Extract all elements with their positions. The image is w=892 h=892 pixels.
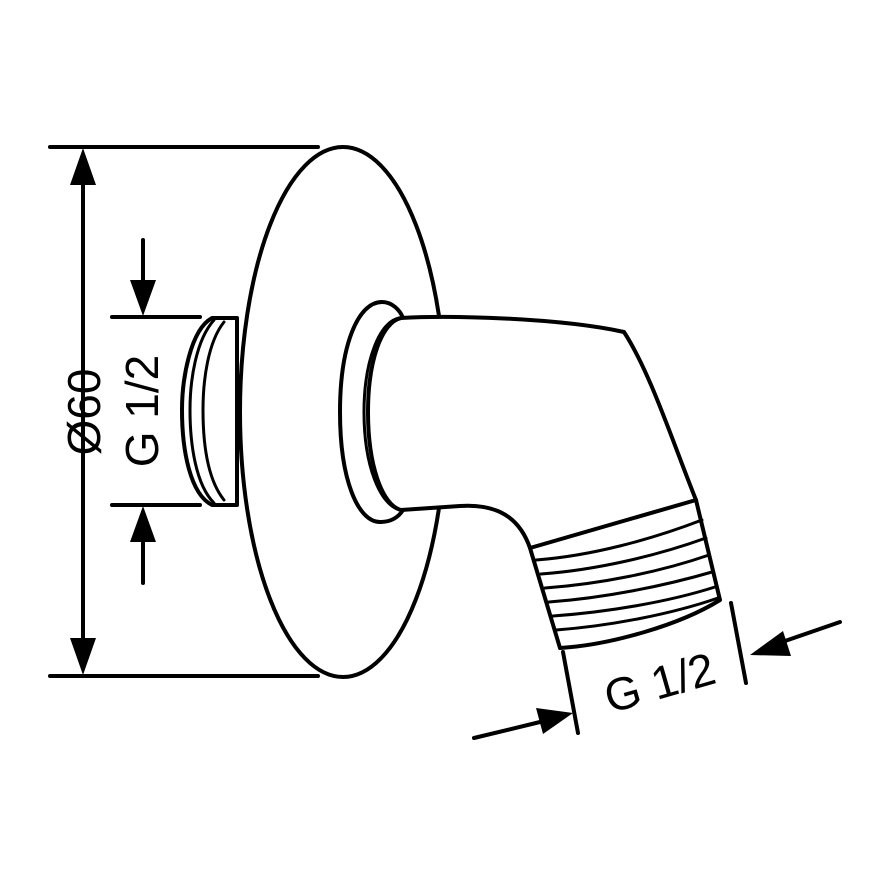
diameter-label: Ø60 [58,369,110,456]
inlet-thread-label: G 1/2 [116,355,168,468]
arrow-up [130,506,156,542]
diameter-dimension: Ø60 [48,145,320,678]
arrow-down [70,638,96,675]
outlet-thread [528,498,722,650]
arrow-down [130,280,156,316]
arrow-up [70,148,96,185]
arrow-left [750,631,791,656]
inlet-thread-dimension: G 1/2 [110,238,202,585]
inlet-thread-stub [180,316,239,507]
outlet-thread-label: G 1/2 [598,642,720,723]
arrow-right [536,708,573,734]
